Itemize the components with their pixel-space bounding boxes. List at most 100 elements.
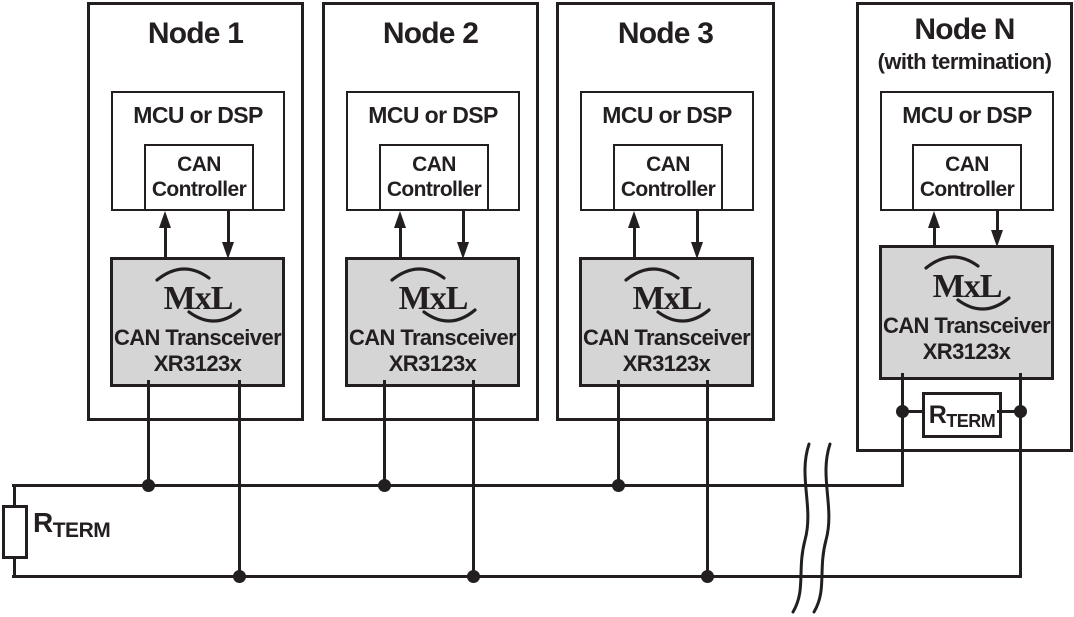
transceiver-name: CAN Transceiver xyxy=(582,325,751,350)
node-1-canh-wire xyxy=(147,380,150,487)
can-controller-label-line1: CAN xyxy=(945,153,989,176)
tx-up-arrow xyxy=(928,211,941,247)
can-bus-top-line xyxy=(12,484,904,487)
node-n-canh-wire xyxy=(901,373,904,487)
arrow-head-down-icon xyxy=(222,242,234,259)
can-controller-label-line2: Controller xyxy=(620,178,716,201)
rterm-right-stub xyxy=(997,410,1021,413)
arrow-head-up-icon xyxy=(928,211,940,228)
logo-bottom-arc xyxy=(955,296,1011,311)
node-1-transceiver-box: MxL CAN Transceiver XR3123x xyxy=(110,257,285,387)
mxl-logo-icon: MxL xyxy=(623,267,711,323)
node-1-canl-wire xyxy=(238,380,241,578)
junction-dot xyxy=(142,479,155,492)
logo-text: MxL xyxy=(398,280,467,317)
rx-down-arrow xyxy=(691,211,704,259)
can-controller-label-line1: CAN xyxy=(646,153,690,176)
node-2-transceiver-box: MxL CAN Transceiver XR3123x xyxy=(345,257,520,387)
junction-dot xyxy=(467,570,480,583)
rx-down-arrow xyxy=(457,211,470,259)
arrow-shaft xyxy=(933,224,936,247)
node-1-can-controller-box: CAN Controller xyxy=(144,144,254,211)
node-2-title: Node 2 xyxy=(382,17,479,50)
rx-down-arrow xyxy=(991,211,1004,247)
rterm-left-stub xyxy=(903,410,922,413)
node-1-title: Node 1 xyxy=(147,17,244,50)
logo-text: MxL xyxy=(932,268,1001,305)
junction-dot xyxy=(233,570,246,583)
arrow-head-down-icon xyxy=(691,242,703,259)
transceiver-part-number: XR3123x xyxy=(622,351,711,376)
arrow-shaft xyxy=(164,224,167,259)
junction-dot xyxy=(701,570,714,583)
transceiver-part-number: XR3123x xyxy=(922,339,1011,364)
node-n-termination-resistor: RTERM xyxy=(922,392,1002,438)
node-2-can-controller-box: CAN Controller xyxy=(379,144,489,211)
logo-top-arc xyxy=(923,255,980,270)
logo-text: MxL xyxy=(632,280,701,317)
can-controller-label-line2: Controller xyxy=(919,178,1015,201)
mxl-logo-icon: MxL xyxy=(923,255,1011,311)
logo-bottom-arc xyxy=(421,308,477,323)
mxl-logo-icon: MxL xyxy=(154,267,242,323)
rterm-label: RTERM xyxy=(928,400,996,431)
node-3-canl-wire xyxy=(706,380,709,578)
logo-top-arc xyxy=(154,267,211,282)
node-3-canh-wire xyxy=(617,380,620,487)
mxl-logo-icon: MxL xyxy=(389,267,477,323)
logo-top-arc xyxy=(623,267,680,282)
node-3-can-controller-box: CAN Controller xyxy=(613,144,723,211)
can-bus-bottom-line xyxy=(12,575,1022,578)
arrow-shaft xyxy=(227,211,230,246)
junction-dot xyxy=(896,405,909,418)
arrow-head-down-icon xyxy=(457,242,469,259)
mcu-label: MCU or DSP xyxy=(902,102,1032,128)
junction-dot xyxy=(1014,405,1027,418)
logo-bottom-arc xyxy=(186,308,242,323)
arrow-shaft xyxy=(696,211,699,246)
tx-up-arrow xyxy=(394,211,407,259)
mcu-label: MCU or DSP xyxy=(368,102,498,128)
bus-break-icon xyxy=(791,442,832,614)
left-termination-resistor xyxy=(2,505,28,559)
transceiver-part-number: XR3123x xyxy=(388,351,477,376)
arrow-head-up-icon xyxy=(394,211,406,228)
node-3-transceiver-box: MxL CAN Transceiver XR3123x xyxy=(579,257,754,387)
node-n-canl-wire xyxy=(1019,373,1022,578)
arrow-shaft xyxy=(399,224,402,259)
mcu-label: MCU or DSP xyxy=(133,102,263,128)
can-controller-label-line1: CAN xyxy=(177,153,221,176)
logo-bottom-arc xyxy=(655,308,711,323)
transceiver-name: CAN Transceiver xyxy=(882,313,1051,338)
node-2-box: Node 2 MCU or DSP CAN Controller MxL CAN… xyxy=(322,2,539,421)
node-n-title: Node N xyxy=(914,13,1015,46)
node-1-box: Node 1 MCU or DSP CAN Controller MxL CAN… xyxy=(87,2,304,421)
node-3-box: Node 3 MCU or DSP CAN Controller MxL CAN… xyxy=(556,2,775,421)
node-n-can-controller-box: CAN Controller xyxy=(912,144,1022,211)
node-n-subtitle: (with termination) xyxy=(877,49,1052,74)
left-resistor-bottom-lead xyxy=(13,556,16,576)
can-controller-label-line1: CAN xyxy=(412,153,456,176)
transceiver-name: CAN Transceiver xyxy=(348,325,517,350)
arrow-shaft xyxy=(462,211,465,246)
logo-text: MxL xyxy=(163,280,232,317)
arrow-head-down-icon xyxy=(991,230,1003,247)
arrow-head-up-icon xyxy=(159,211,171,228)
junction-dot xyxy=(378,479,391,492)
tx-up-arrow xyxy=(159,211,172,259)
arrow-head-up-icon xyxy=(628,211,640,228)
can-controller-label-line2: Controller xyxy=(386,178,482,201)
transceiver-name: CAN Transceiver xyxy=(113,325,282,350)
junction-dot xyxy=(612,479,625,492)
arrow-shaft xyxy=(996,211,999,234)
left-resistor-top-lead xyxy=(13,486,16,507)
left-rterm-label: RTERM xyxy=(33,507,111,542)
tx-up-arrow xyxy=(628,211,641,259)
mcu-label: MCU or DSP xyxy=(602,102,732,128)
logo-top-arc xyxy=(389,267,446,282)
rx-down-arrow xyxy=(222,211,235,259)
node-n-transceiver-box: MxL CAN Transceiver XR3123x xyxy=(879,245,1054,380)
can-controller-label-line2: Controller xyxy=(151,178,247,201)
node-n-box: Node N (with termination) MCU or DSP CAN… xyxy=(856,2,1073,452)
